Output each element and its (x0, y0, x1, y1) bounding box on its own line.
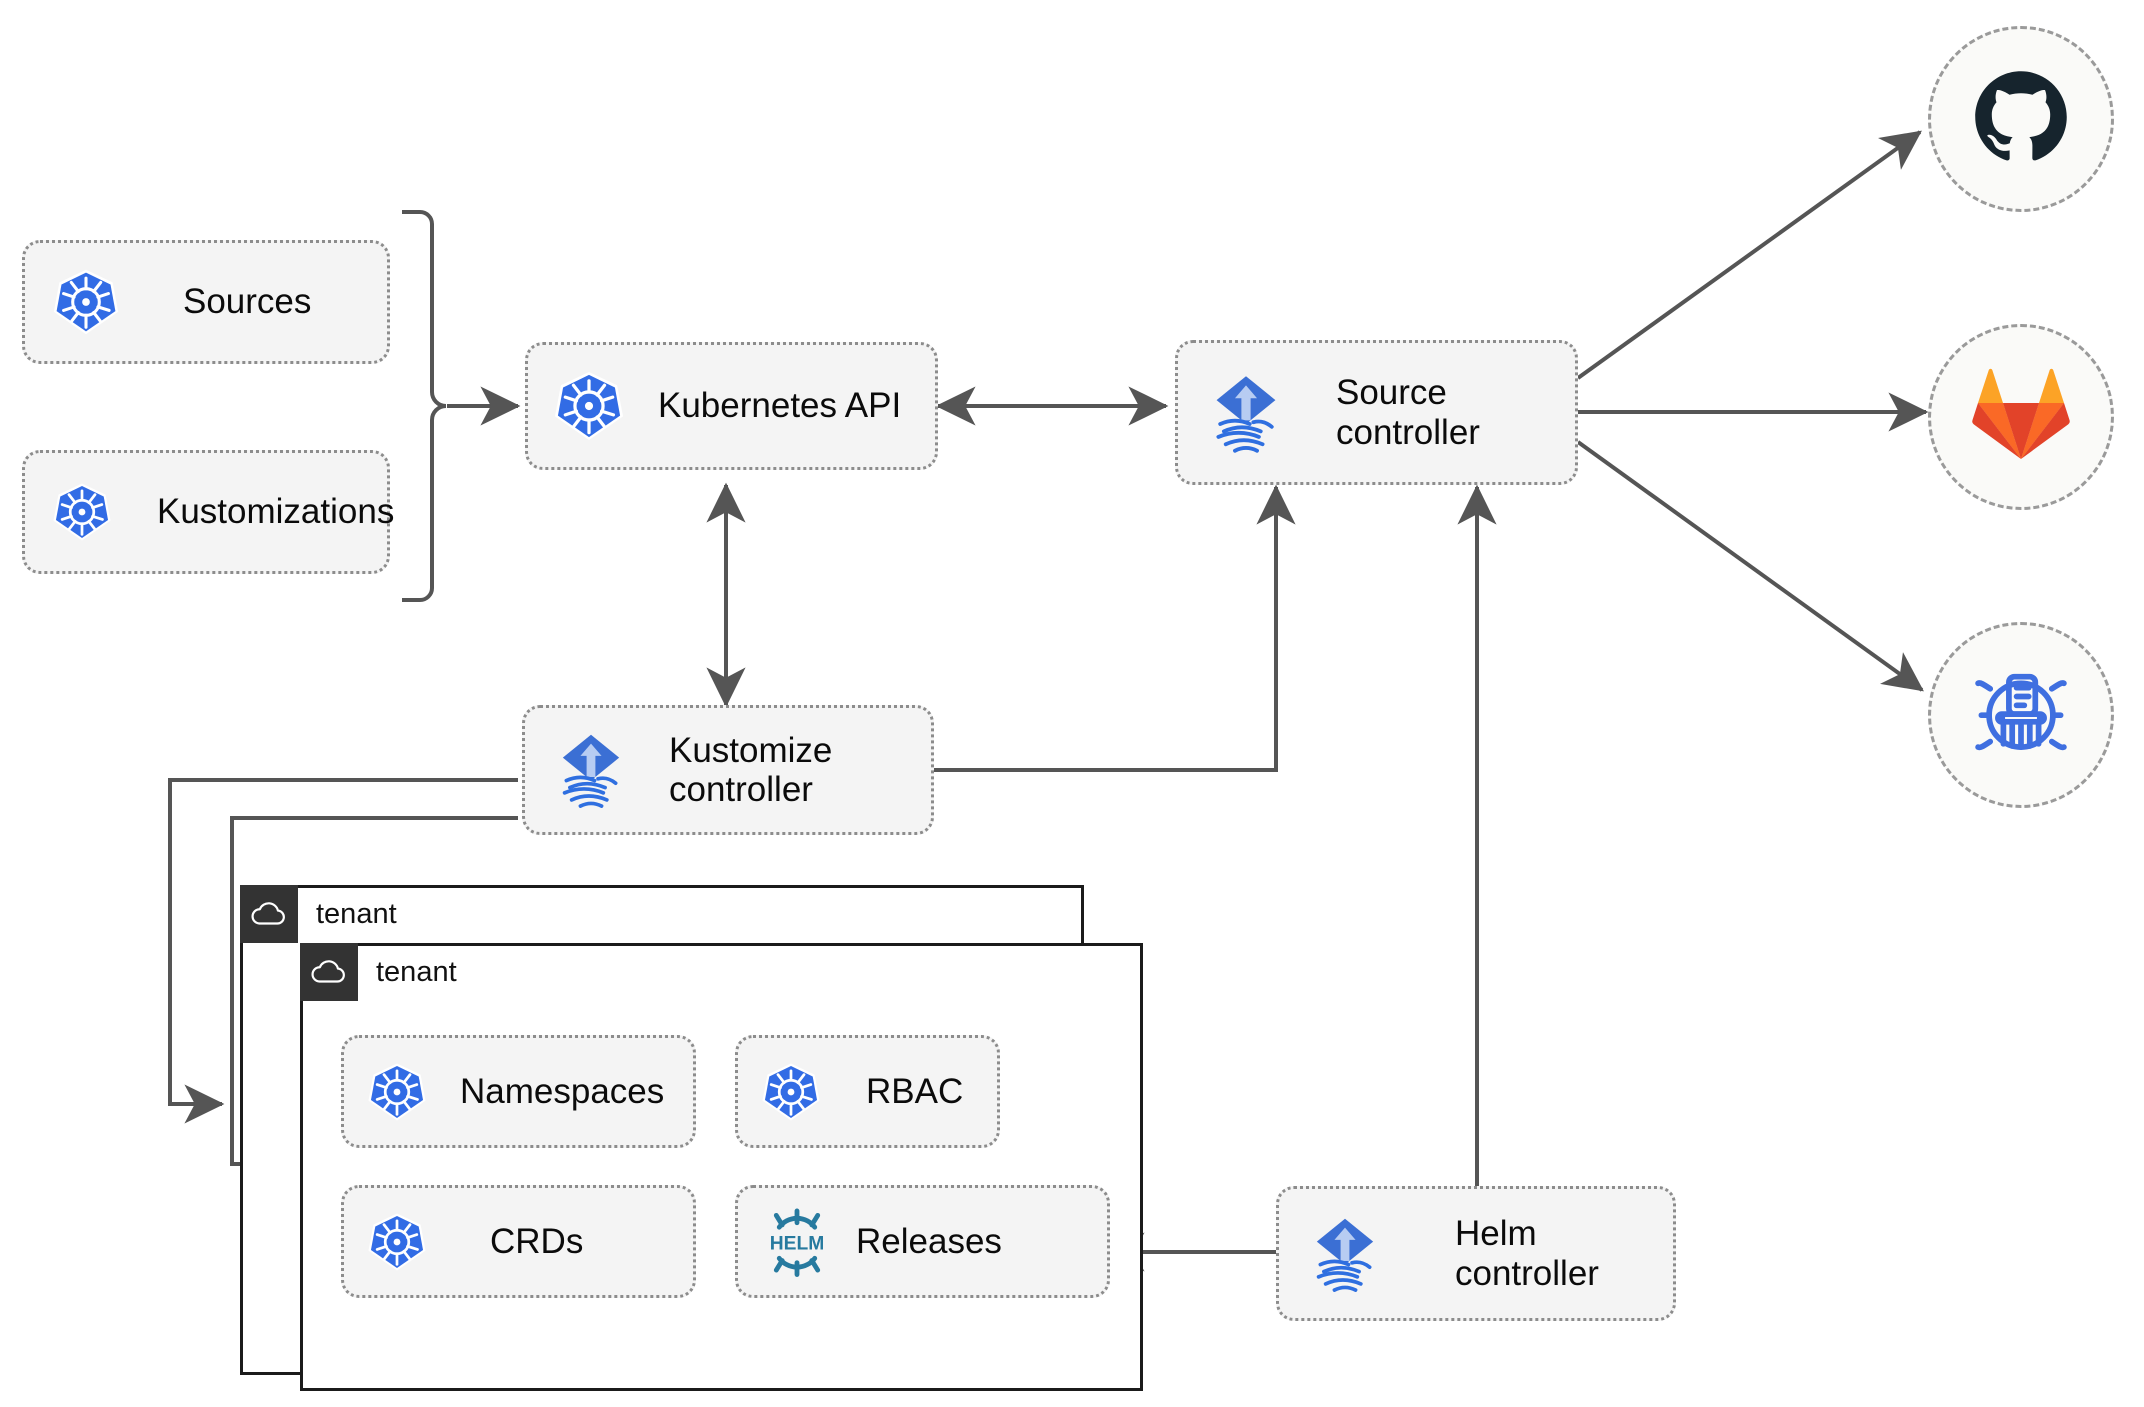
resource-label: CRDs (490, 1221, 584, 1261)
provider-github[interactable] (1928, 26, 2114, 212)
kubernetes-icon (51, 267, 121, 337)
resource-card-crds[interactable]: CRDs (341, 1185, 696, 1298)
flux-icon (1200, 367, 1292, 459)
resource-card-kustomizations[interactable]: Kustomizations (22, 450, 394, 574)
edge-source-to-registry (1576, 440, 1924, 692)
tenant-header: tenant (240, 885, 397, 943)
resource-card-releases[interactable]: HELM Releases (735, 1185, 1110, 1298)
tenant-panel-front[interactable]: tenant Namesp (300, 943, 1143, 1391)
edge-source-to-github (1576, 130, 1922, 380)
flux-icon (547, 726, 635, 814)
cloud-icon (300, 943, 358, 1001)
node-label: Kubernetes API (658, 386, 902, 426)
kubernetes-icon (760, 1061, 822, 1123)
helm-repository-icon (1966, 658, 2076, 773)
edge-kustomize-to-source (934, 484, 1296, 772)
flux-icon (1301, 1210, 1389, 1298)
tenant-label: tenant (316, 897, 397, 930)
resource-label: Kustomizations (157, 492, 395, 532)
node-label: Kustomize controller (669, 730, 833, 809)
node-label: Helm controller (1455, 1214, 1599, 1293)
provider-helm-repository[interactable] (1928, 622, 2114, 808)
github-icon (1969, 65, 2073, 174)
resource-label: Namespaces (460, 1071, 665, 1111)
kubernetes-icon (51, 481, 113, 543)
helm-icon: HELM (760, 1205, 834, 1279)
cloud-icon (240, 885, 298, 943)
resource-card-sources[interactable]: Sources (22, 240, 390, 364)
node-label: Source controller (1336, 373, 1480, 452)
resource-label: RBAC (866, 1071, 964, 1111)
edge-sources-bracket (402, 210, 447, 602)
kubernetes-icon (552, 369, 626, 443)
gitlab-icon (1971, 367, 2071, 468)
tenant-label: tenant (376, 955, 457, 988)
resource-card-rbac[interactable]: RBAC (735, 1035, 1000, 1148)
resource-card-namespaces[interactable]: Namespaces (341, 1035, 696, 1148)
kubernetes-icon (366, 1061, 428, 1123)
node-kustomize-controller[interactable]: Kustomize controller (522, 705, 934, 835)
kubernetes-icon (366, 1211, 428, 1273)
resource-label: Sources (183, 282, 312, 322)
node-source-controller[interactable]: Source controller (1175, 340, 1578, 485)
node-kubernetes-api[interactable]: Kubernetes API (525, 342, 938, 470)
provider-gitlab[interactable] (1928, 324, 2114, 510)
tenant-header: tenant (300, 943, 457, 1001)
node-helm-controller[interactable]: Helm controller (1276, 1186, 1676, 1321)
resource-label: Releases (856, 1221, 1002, 1261)
svg-text:HELM: HELM (770, 1233, 825, 1254)
